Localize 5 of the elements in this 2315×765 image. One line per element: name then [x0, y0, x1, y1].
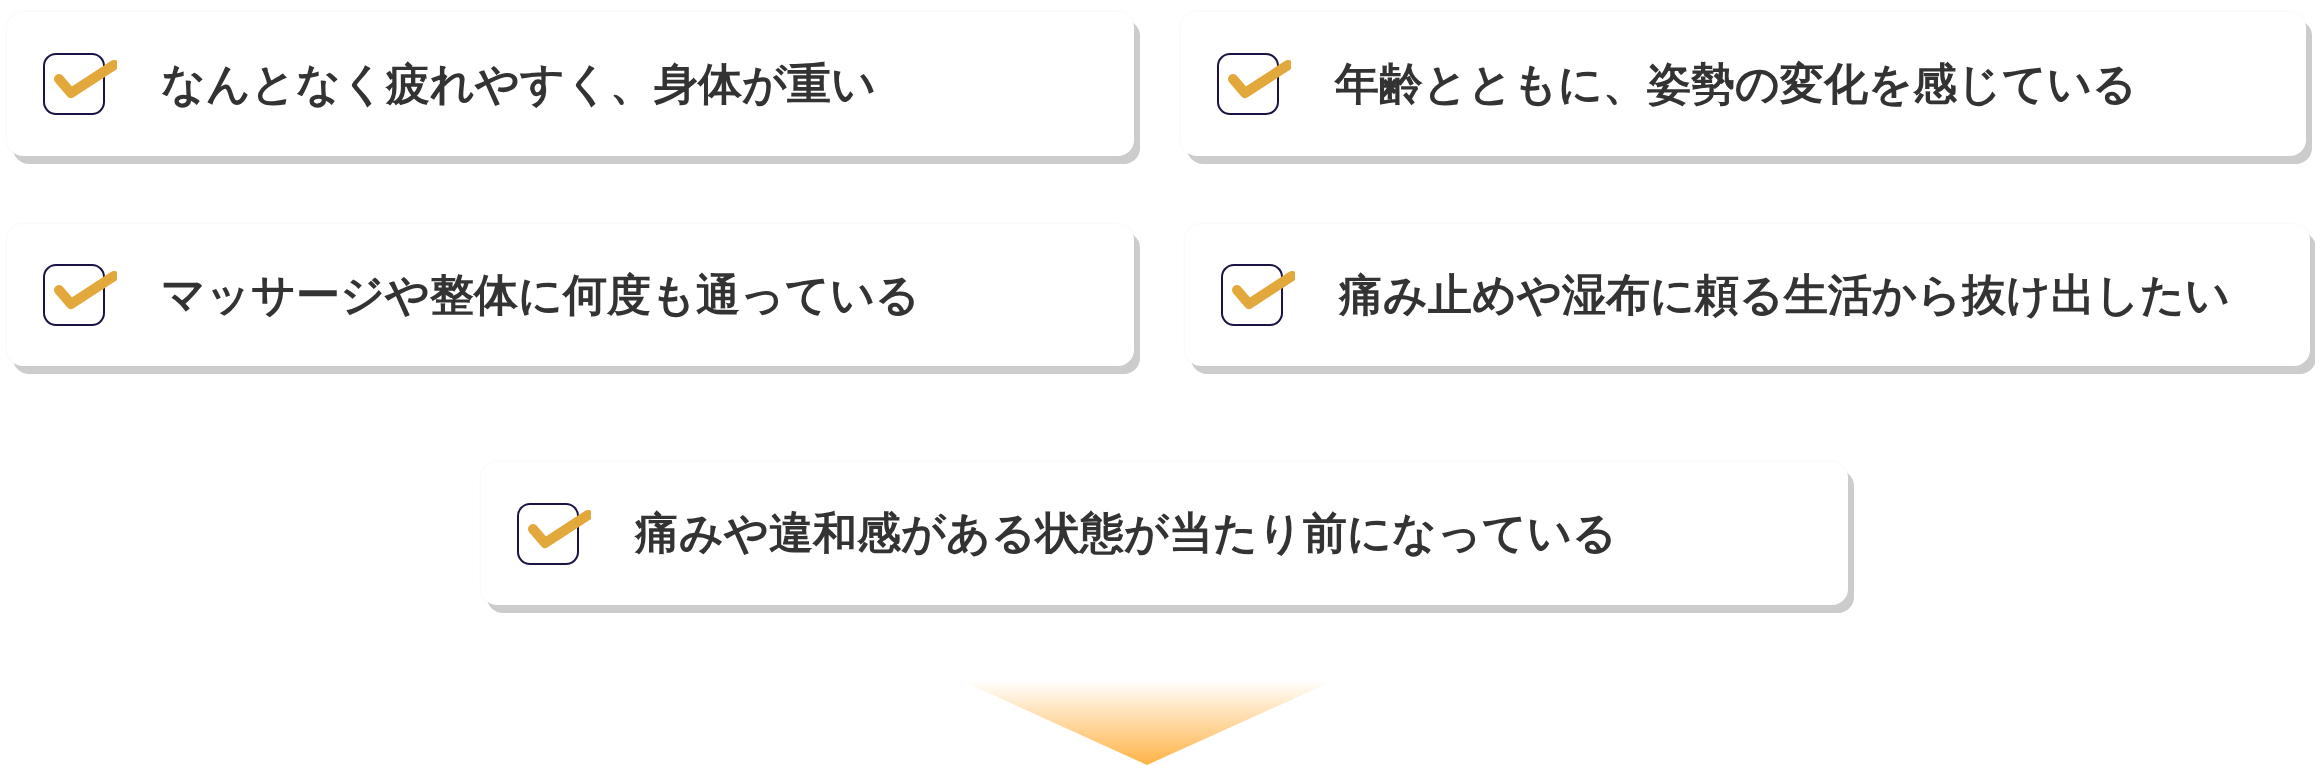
checklist-text: マッサージや整体に何度も通っている: [161, 268, 920, 322]
checklist-text: 年齢とともに、姿勢の変化を感じている: [1335, 57, 2137, 111]
checklist-text: 痛み止めや湿布に頼る生活から抜け出したい: [1339, 268, 2230, 322]
checklist-text: 痛みや違和感がある状態が当たり前になっている: [635, 507, 1617, 560]
checklist-text: なんとなく疲れやすく、身体が重い: [161, 57, 876, 111]
